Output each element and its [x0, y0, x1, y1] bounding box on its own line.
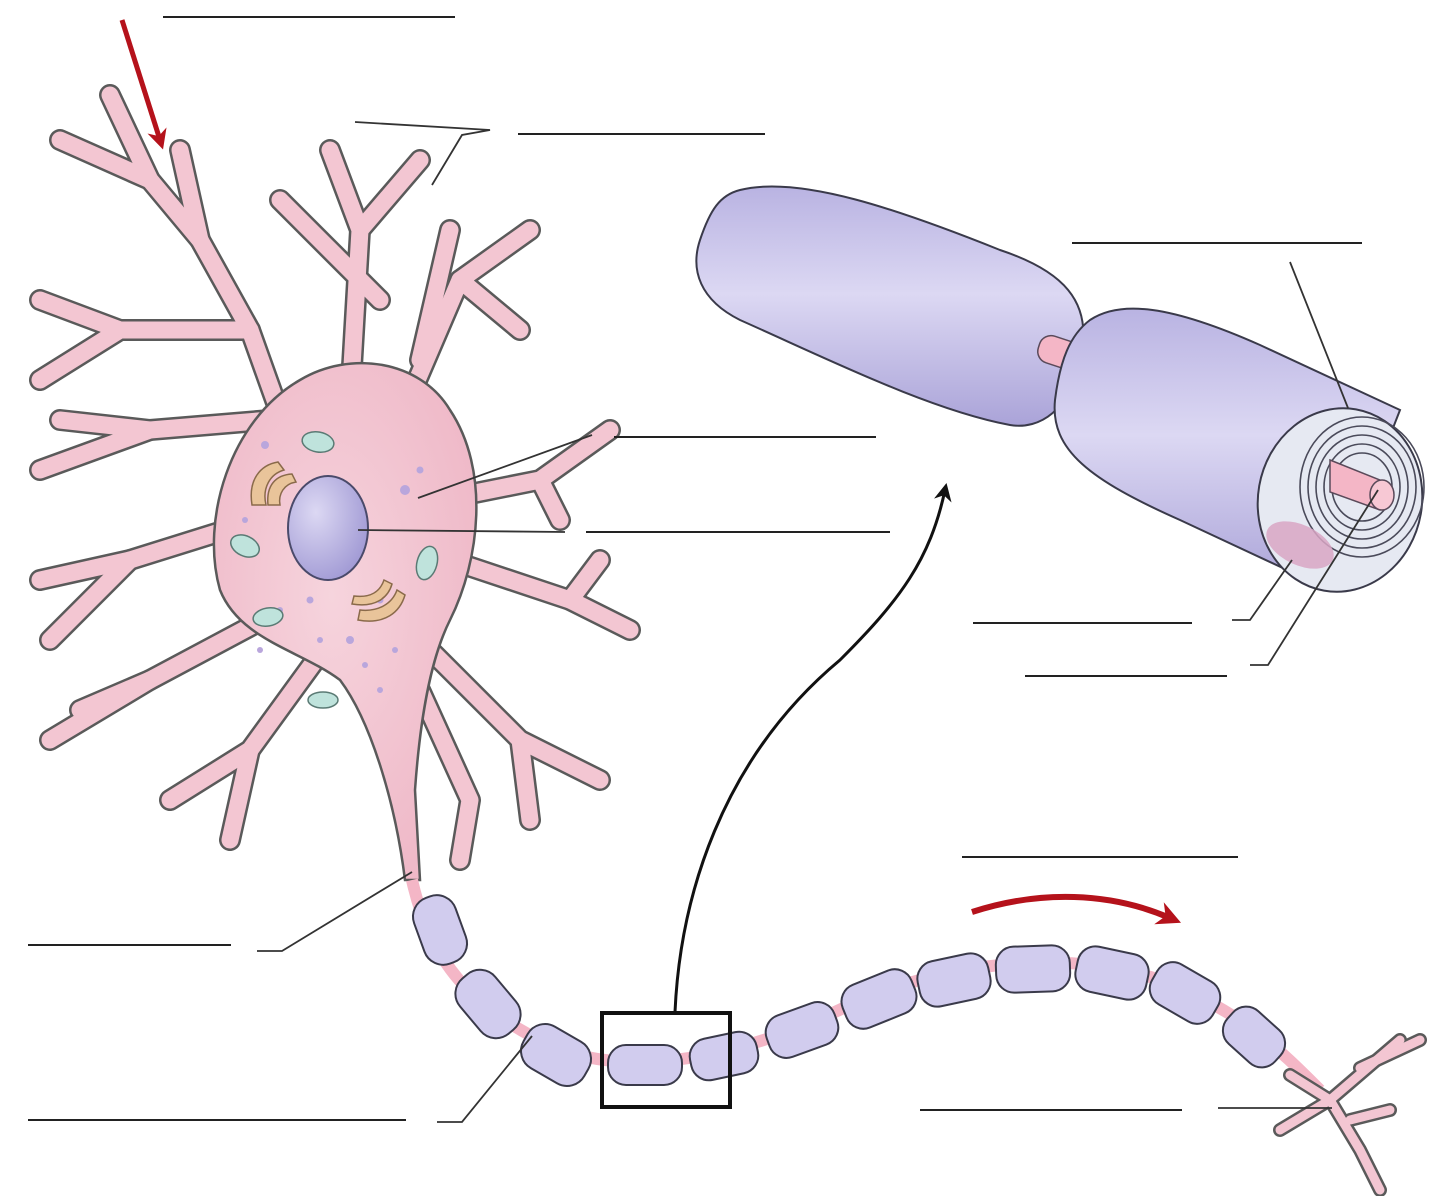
axon-terminals	[1280, 1040, 1420, 1190]
axon	[407, 880, 1420, 1190]
neuron-cell	[40, 95, 630, 880]
signal-direction-arrow	[972, 897, 1170, 918]
zoom-arrow	[675, 490, 945, 1012]
nucleus	[288, 476, 368, 580]
myelin-sheath-segments	[407, 890, 1292, 1094]
enlarged-myelin-segment	[696, 186, 1436, 604]
